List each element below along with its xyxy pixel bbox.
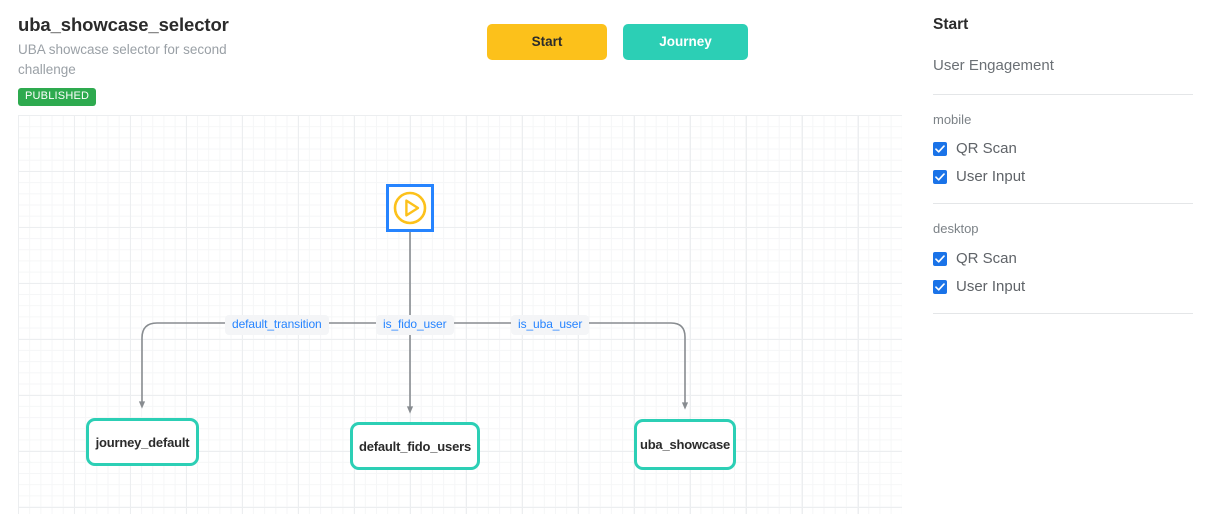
properties-sidebar: Start User Engagement mobile QR Scan <box>920 0 1217 514</box>
checkbox-desktop-qr-scan[interactable] <box>933 251 947 266</box>
node-label: uba_showcase <box>639 437 731 452</box>
checkbox-row-mobile-user-input[interactable]: User Input <box>933 168 1193 186</box>
panel-subtitle: User Engagement <box>933 56 1054 74</box>
edge-label-is-uba-user[interactable]: is_uba_user <box>511 315 590 336</box>
start-button[interactable]: Start <box>487 24 607 60</box>
checkbox-label: QR Scan <box>956 140 1017 158</box>
checkbox-mobile-user-input[interactable] <box>933 170 947 185</box>
checkbox-mobile-qr-scan[interactable] <box>933 142 947 157</box>
checkbox-row-desktop-user-input[interactable]: User Input <box>933 278 1193 296</box>
checkbox-label: QR Scan <box>956 249 1017 267</box>
page-title: uba_showcase_selector <box>18 14 229 35</box>
graph-edges <box>138 232 689 414</box>
status-badge: PUBLISHED <box>18 88 97 107</box>
flow-header: uba_showcase_selector UBA showcase selec… <box>18 14 338 107</box>
group-label-desktop: desktop <box>933 221 979 237</box>
graph-node-journey-default[interactable]: journey_default <box>86 418 199 466</box>
check-icon <box>935 255 945 263</box>
divider <box>933 93 1193 95</box>
check-icon <box>935 173 945 181</box>
edge-label-default-transition[interactable]: default_transition <box>225 315 329 336</box>
toolbar: Start Journey <box>487 24 748 60</box>
node-label: journey_default <box>95 434 190 450</box>
checkbox-row-mobile-qr-scan[interactable]: QR Scan <box>933 140 1193 158</box>
main-column: uba_showcase_selector UBA showcase selec… <box>18 14 902 514</box>
checkbox-desktop-user-input[interactable] <box>933 279 947 294</box>
graph-canvas[interactable]: journey_default default_fido_users uba_s… <box>18 115 902 514</box>
check-icon <box>935 145 945 153</box>
checkbox-label: User Input <box>956 277 1026 295</box>
divider <box>933 203 1193 205</box>
group-label-mobile: mobile <box>933 111 972 127</box>
journey-button[interactable]: Journey <box>623 24 748 60</box>
graph-node-uba-showcase[interactable]: uba_showcase <box>634 419 736 470</box>
play-icon <box>393 191 427 225</box>
node-label: default_fido_users <box>359 438 471 454</box>
check-icon <box>935 283 945 291</box>
edge-label-is-fido-user[interactable]: is_fido_user <box>376 315 454 336</box>
panel-title: Start <box>933 16 969 33</box>
checkbox-row-desktop-qr-scan[interactable]: QR Scan <box>933 250 1193 268</box>
checkbox-label: User Input <box>956 168 1026 186</box>
option-group-mobile: mobile QR Scan User Input <box>933 95 1193 204</box>
divider <box>933 312 1193 314</box>
graph-node-start[interactable] <box>386 184 434 232</box>
option-group-desktop: desktop QR Scan User Input <box>933 204 1193 313</box>
graph-node-default-fido-users[interactable]: default_fido_users <box>350 422 480 470</box>
flow-description: UBA showcase selector for second challen… <box>18 42 227 77</box>
